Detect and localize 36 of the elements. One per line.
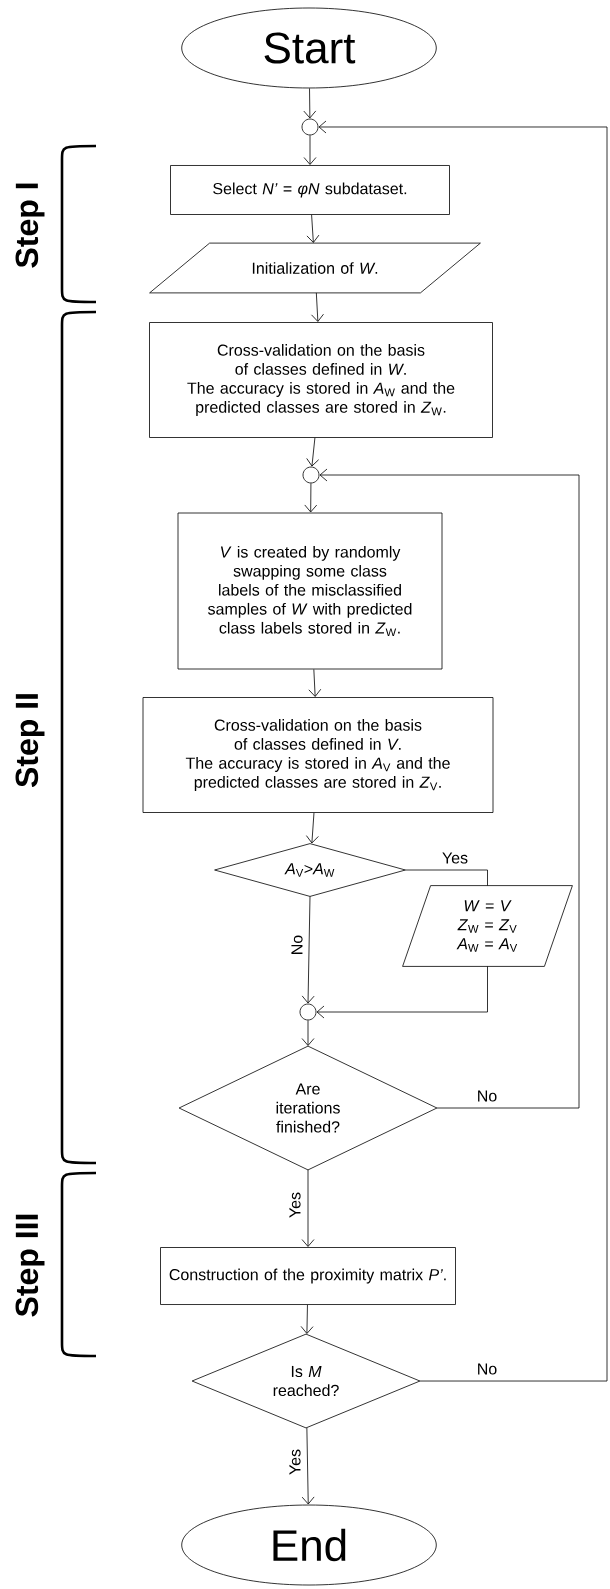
arrow — [303, 88, 317, 119]
arrow — [316, 966, 488, 1019]
junction-circle — [301, 118, 319, 136]
edge-label: No — [475, 1089, 499, 1103]
edge-label: Yes — [288, 1190, 302, 1220]
data-parallelogram: Initialization of W. — [149, 242, 481, 294]
process-box: Cross-validation on the basis of classes defined in V. The accuracy is stored in A$_{V}$ and the predicted classes are stored in Z$_{V}$. — [142, 697, 494, 813]
step-label: Step II — [15, 694, 45, 788]
arrow — [301, 1427, 315, 1505]
arrow — [304, 483, 318, 513]
arrow — [303, 135, 317, 165]
edge-label: Yes — [288, 1447, 302, 1477]
connector-line — [405, 869, 488, 886]
data-parallelogram: W = V Z$_{W}$ = Z$_{V}$ A$_{W}$ = A$_{V}$ — [402, 885, 573, 967]
edge-label: No — [290, 933, 304, 957]
process-box: Construction of the proximity matrix P’. — [160, 1247, 456, 1305]
junction-circle — [299, 1003, 317, 1021]
arrow — [308, 669, 322, 697]
edge-label: No — [475, 1362, 499, 1376]
arrow — [300, 1304, 314, 1334]
step-label: Step III — [15, 1214, 45, 1317]
step-label: Step I — [15, 183, 45, 268]
process-box: Select N’ = φN subdataset. — [170, 165, 450, 215]
arrow — [306, 437, 320, 467]
arrow — [306, 214, 320, 243]
arrow — [301, 896, 315, 1004]
process-box: Cross-validation on the basis of classes defined in W. The accuracy is stored in A$_{W}$ and the predicted classes are stored in Z$_{W}$. — [149, 322, 493, 438]
arrow — [318, 120, 608, 1382]
arrow — [306, 812, 319, 844]
edge-label: Yes — [440, 851, 470, 865]
junction-circle — [302, 466, 320, 484]
process-box: V is created by randomly swapping some class labels of the misclassified samples of W with predicted class labels stored in Z$_{W}$. — [177, 512, 443, 670]
arrow — [301, 1020, 315, 1046]
arrow — [319, 468, 580, 1109]
arrow — [311, 292, 324, 322]
arrow — [301, 1169, 315, 1247]
